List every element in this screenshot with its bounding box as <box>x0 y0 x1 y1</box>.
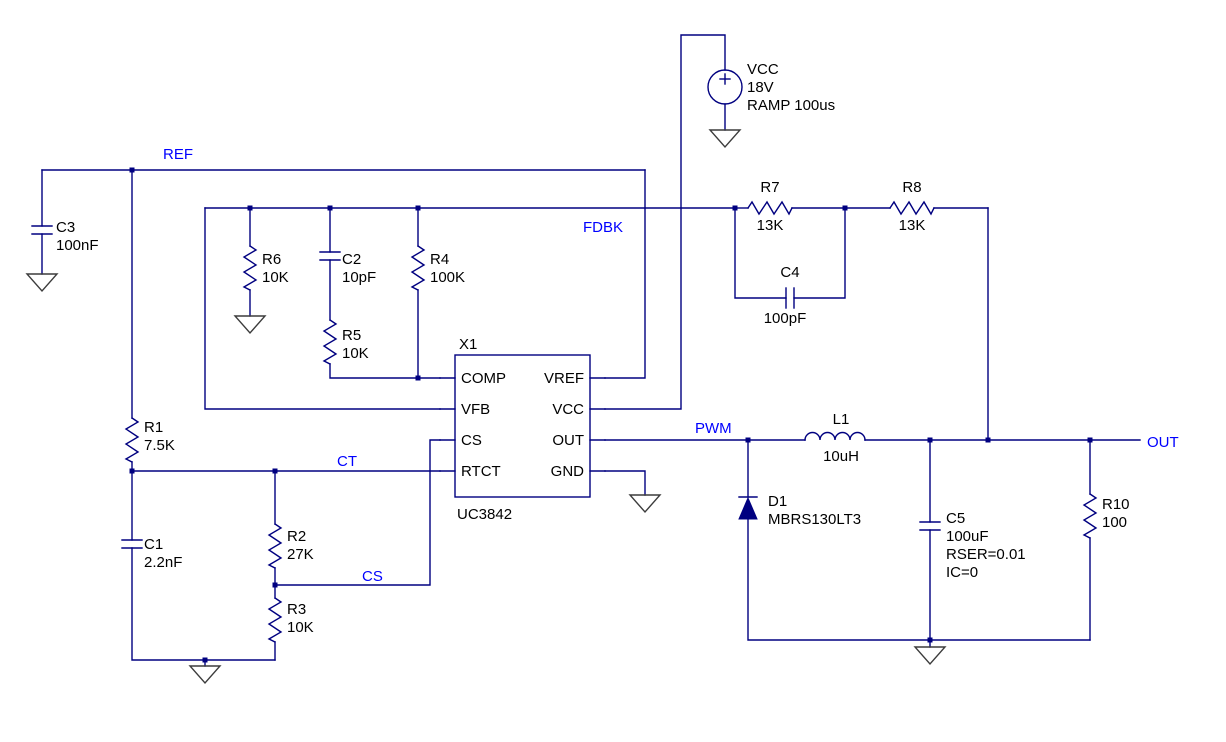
resistor-symbol <box>1083 493 1097 539</box>
c5-ic: IC=0 <box>946 564 978 581</box>
c5-rser: RSER=0.01 <box>946 546 1026 563</box>
net-label-fdbk[interactable]: FDBK <box>583 219 623 236</box>
pin-rtct: RTCT <box>461 463 501 480</box>
component-r10[interactable]: R10 100 <box>1083 493 1130 539</box>
l1-designator: L1 <box>833 411 850 428</box>
resistor-symbol <box>268 523 282 569</box>
x1-designator: X1 <box>459 336 477 353</box>
d1-value: MBRS130LT3 <box>768 511 861 528</box>
r4-designator: R4 <box>430 251 449 268</box>
r10-designator: R10 <box>1102 496 1130 513</box>
r1-value: 7.5K <box>144 437 175 454</box>
r3-designator: R3 <box>287 601 306 618</box>
resistor-symbol <box>268 597 282 643</box>
component-c3[interactable]: C3 100nF <box>31 219 99 254</box>
pin-gnd: GND <box>551 463 585 480</box>
net-label-ct[interactable]: CT <box>337 453 357 470</box>
net-label-cs[interactable]: CS <box>362 568 383 585</box>
r1-designator: R1 <box>144 419 163 436</box>
net-label-pwm[interactable]: PWM <box>695 420 732 437</box>
component-c4[interactable]: C4 100pF <box>764 264 807 327</box>
diode-symbol <box>738 496 758 520</box>
r5-value: 10K <box>342 345 369 362</box>
r8-designator: R8 <box>902 179 921 196</box>
resistor-symbol <box>243 245 257 291</box>
component-x1-uc3842[interactable]: X1 UC3842 COMP VFB CS RTCT VREF VCC OUT … <box>439 336 606 523</box>
component-l1[interactable]: L1 10uH <box>804 411 866 465</box>
c3-designator: C3 <box>56 219 75 236</box>
resistor-symbol <box>747 201 793 215</box>
component-r8[interactable]: R8 13K <box>889 179 935 234</box>
r10-value: 100 <box>1102 514 1127 531</box>
inductor-symbol <box>804 431 866 441</box>
resistor-symbol <box>323 319 337 365</box>
component-r5[interactable]: R5 10K <box>323 319 369 365</box>
c2-designator: C2 <box>342 251 361 268</box>
component-vcc-source[interactable]: VCC 18V RAMP 100us <box>707 61 835 114</box>
r2-designator: R2 <box>287 528 306 545</box>
capacitor-symbol <box>121 539 143 549</box>
resistor-symbol <box>411 245 425 291</box>
r2-value: 27K <box>287 546 314 563</box>
r5-designator: R5 <box>342 327 361 344</box>
c5-designator: C5 <box>946 510 965 527</box>
c4-designator: C4 <box>780 264 799 281</box>
ic-pin-stubs <box>439 377 606 472</box>
resistor-symbol <box>125 417 139 463</box>
r7-designator: R7 <box>760 179 779 196</box>
c5-value: 100uF <box>946 528 989 545</box>
ground-symbol[interactable] <box>709 129 741 148</box>
component-r7[interactable]: R7 13K <box>747 179 793 234</box>
vcc-source-note: RAMP 100us <box>747 97 835 114</box>
junction-dots <box>129 167 1093 663</box>
ic-body <box>454 354 591 498</box>
c1-value: 2.2nF <box>144 554 182 571</box>
component-r6[interactable]: R6 10K <box>243 245 289 291</box>
component-r2[interactable]: R2 27K <box>268 523 314 569</box>
component-c5[interactable]: C5 100uF RSER=0.01 IC=0 <box>919 510 1026 581</box>
r6-value: 10K <box>262 269 289 286</box>
pin-out: OUT <box>552 432 584 449</box>
ground-symbol[interactable] <box>914 646 946 665</box>
r4-value: 100K <box>430 269 465 286</box>
r7-value: 13K <box>757 217 784 234</box>
vcc-source-value: 18V <box>747 79 774 96</box>
r3-value: 10K <box>287 619 314 636</box>
c4-value: 100pF <box>764 310 807 327</box>
wires[interactable] <box>41 34 1141 667</box>
l1-value: 10uH <box>823 448 859 465</box>
ground-symbol[interactable] <box>189 665 221 684</box>
x1-part-number: UC3842 <box>457 506 512 523</box>
pin-cs: CS <box>461 432 482 449</box>
vcc-source-name: VCC <box>747 61 779 78</box>
c2-value: 10pF <box>342 269 376 286</box>
resistor-symbol <box>889 201 935 215</box>
pin-comp: COMP <box>461 370 506 387</box>
c1-designator: C1 <box>144 536 163 553</box>
capacitor-symbol <box>319 251 341 261</box>
ground-symbol[interactable] <box>234 315 266 334</box>
component-d1[interactable]: D1 MBRS130LT3 <box>738 493 861 528</box>
pin-vfb: VFB <box>461 401 490 418</box>
r8-value: 13K <box>899 217 926 234</box>
component-r3[interactable]: R3 10K <box>268 597 314 643</box>
voltage-source-symbol <box>707 69 743 105</box>
r6-designator: R6 <box>262 251 281 268</box>
net-label-out[interactable]: OUT <box>1147 434 1179 451</box>
component-c2[interactable]: C2 10pF <box>319 251 376 286</box>
pin-vref: VREF <box>544 370 584 387</box>
net-label-ref[interactable]: REF <box>163 146 193 163</box>
ground-symbol[interactable] <box>629 494 661 513</box>
component-r1[interactable]: R1 7.5K <box>125 417 175 463</box>
d1-designator: D1 <box>768 493 787 510</box>
component-r4[interactable]: R4 100K <box>411 245 465 291</box>
capacitor-symbol <box>31 225 53 235</box>
capacitor-symbol <box>919 521 941 531</box>
ground-symbol[interactable] <box>26 273 58 292</box>
component-c1[interactable]: C1 2.2nF <box>121 536 182 571</box>
c3-value: 100nF <box>56 237 99 254</box>
plus-icon <box>719 73 731 85</box>
capacitor-symbol <box>785 287 795 309</box>
pin-vcc: VCC <box>552 401 584 418</box>
